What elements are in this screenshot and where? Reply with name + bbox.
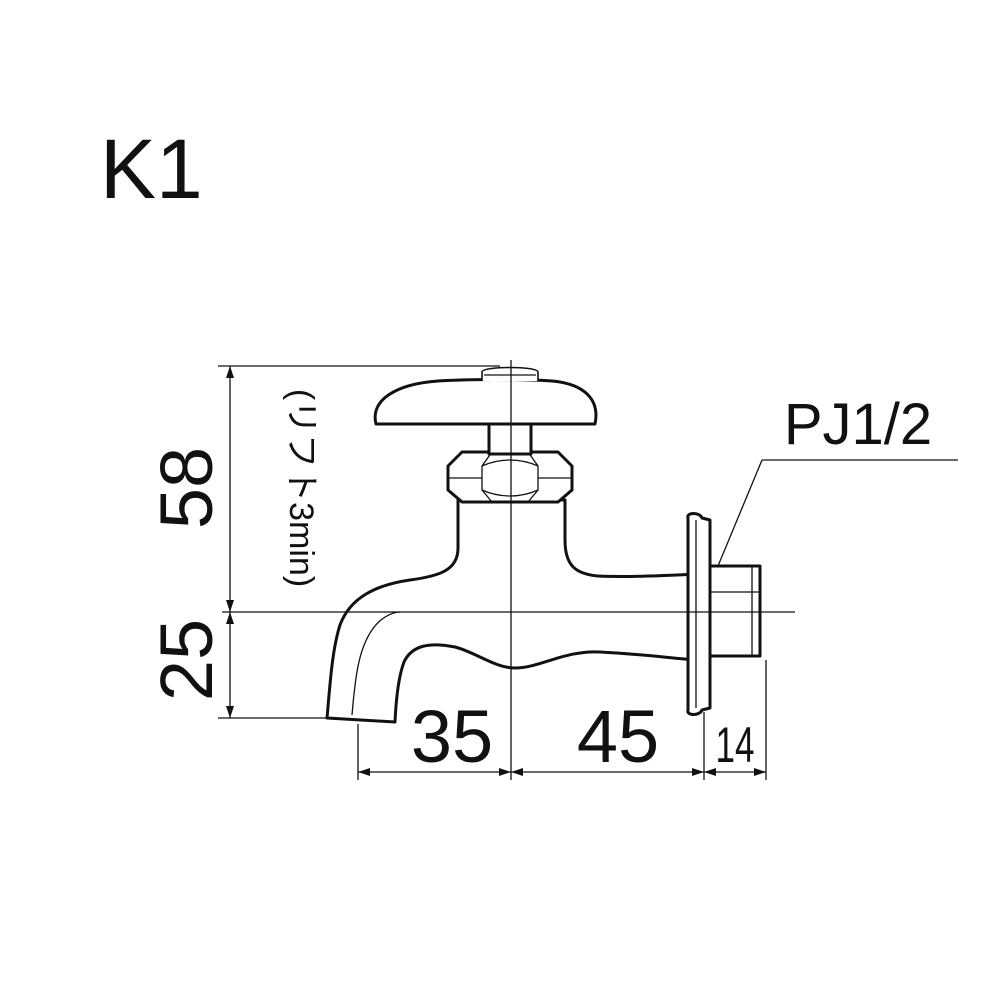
arrow-top xyxy=(226,366,234,378)
arrow-bottom xyxy=(226,706,234,718)
dimension-labels: 58 (リフト3min) 25 35 45 14 PJ1/2 xyxy=(145,389,932,778)
handle xyxy=(373,378,598,426)
leader-diagonal xyxy=(717,459,763,567)
hex-nut xyxy=(446,450,574,504)
dimension-lines xyxy=(218,365,958,780)
dim-height-upper: 58 xyxy=(145,447,228,529)
center-lines xyxy=(222,360,795,780)
arrow-mid-up xyxy=(226,600,234,612)
model-title: K1 xyxy=(100,122,203,216)
dim-width-thread: 14 xyxy=(716,718,755,774)
arrow-f1 xyxy=(692,768,704,776)
handle-screw xyxy=(481,366,539,381)
spout-inner-line xyxy=(351,611,401,716)
dim-width-body: 45 xyxy=(577,695,659,778)
dim-height-note: (リフト3min) xyxy=(282,389,320,587)
arrow-c1 xyxy=(499,768,511,776)
thread-spec-label: PJ1/2 xyxy=(784,392,932,457)
arrow-c2 xyxy=(511,768,523,776)
spout-body-outline xyxy=(325,498,699,724)
hex-nut-facet xyxy=(448,451,572,503)
arrow-left xyxy=(358,768,370,776)
faucet-body xyxy=(325,366,762,724)
thread-connector xyxy=(708,564,762,658)
valve-stem xyxy=(487,422,533,456)
arrow-f2 xyxy=(704,768,716,776)
arrow-right xyxy=(754,768,766,776)
wall-flange xyxy=(686,512,712,716)
dim-width-spout: 35 xyxy=(411,695,493,778)
arrow-mid-down xyxy=(226,612,234,624)
dim-height-lower: 25 xyxy=(145,619,228,701)
